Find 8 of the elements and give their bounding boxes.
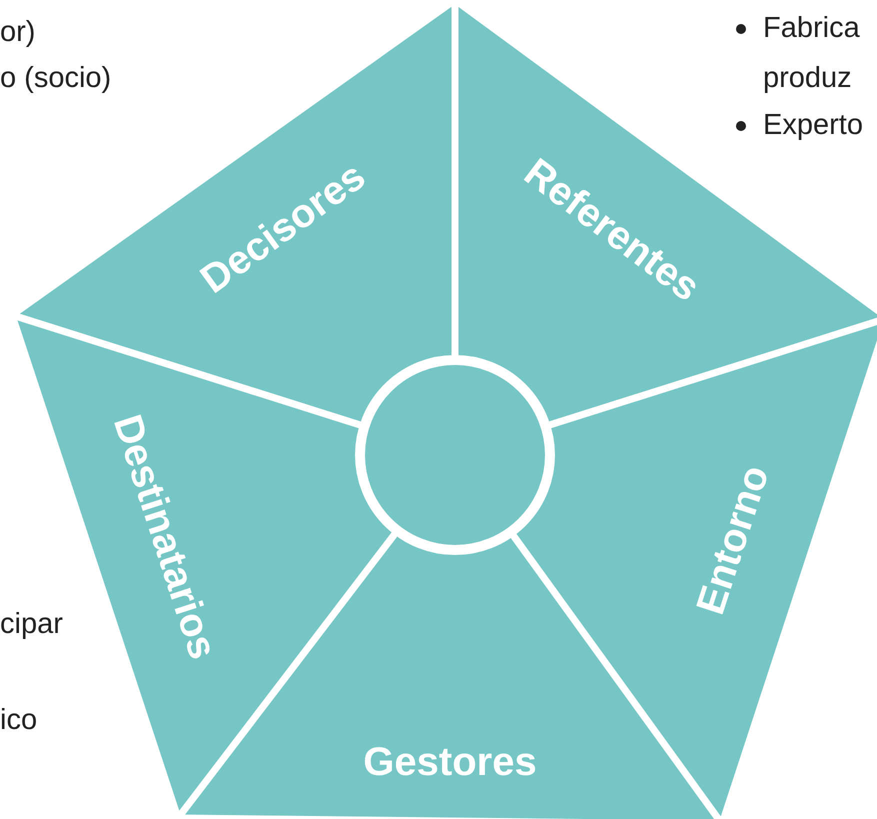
note-text: ico (0, 706, 38, 735)
note-text: Experto (763, 111, 863, 140)
note-text: or) (0, 18, 36, 47)
note-text: Fabrica (763, 14, 860, 43)
note-text: cipar (0, 610, 63, 639)
segment-label: Gestores (363, 742, 537, 782)
note-text: o (socio) (0, 64, 112, 93)
note-text: produz (763, 64, 852, 93)
